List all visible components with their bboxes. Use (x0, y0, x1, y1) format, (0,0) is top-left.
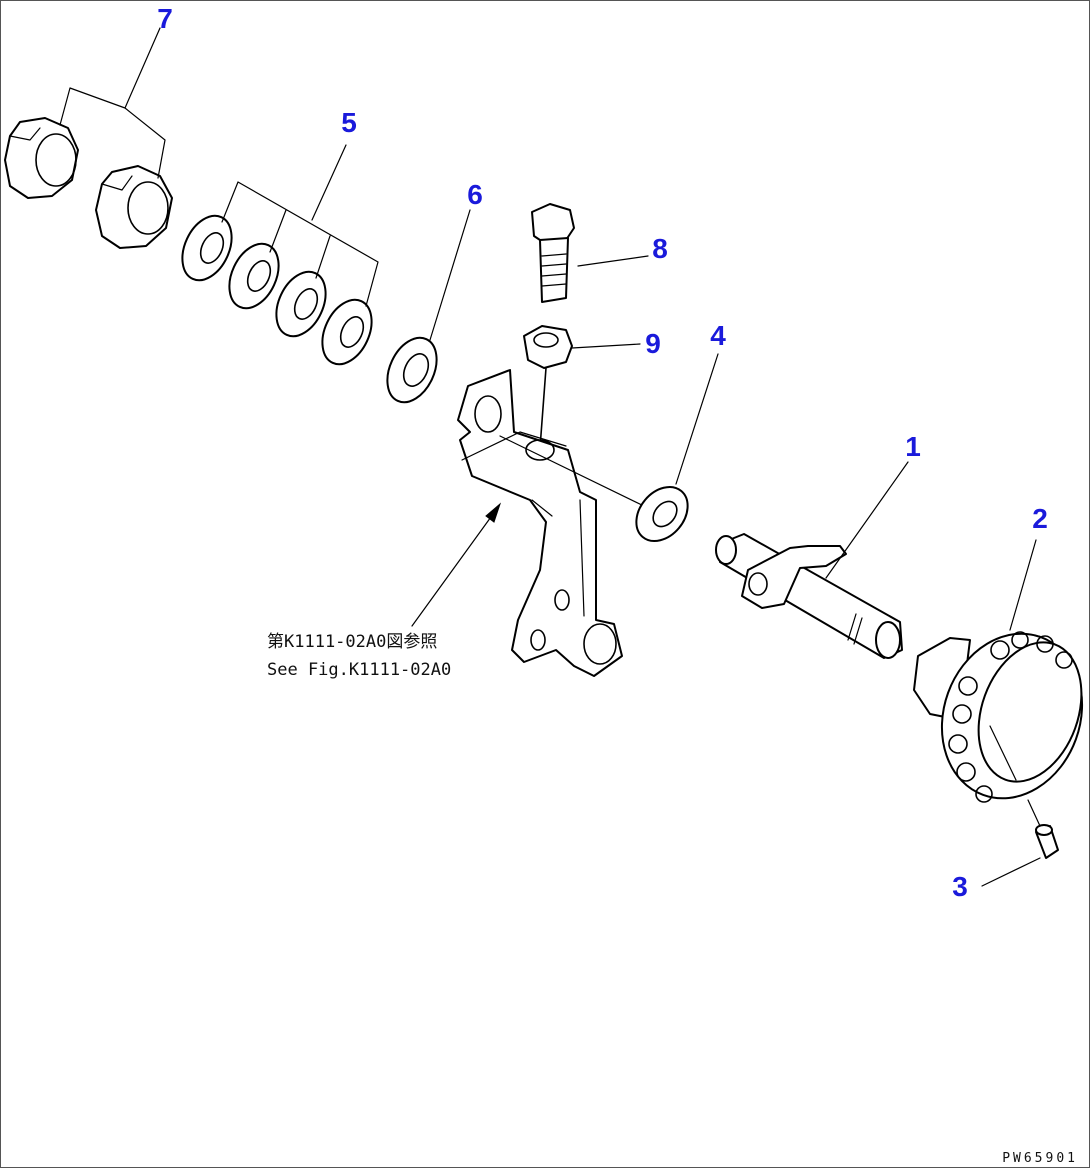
callout-5: 5 (341, 107, 357, 138)
leader-7 (59, 27, 166, 179)
part-1-shaft (715, 533, 903, 659)
callout-9: 9 (645, 328, 661, 359)
callout-4: 4 (710, 320, 726, 351)
drawing-code: PW65901 (1002, 1151, 1078, 1166)
callout-8: 8 (652, 233, 668, 264)
part-5-shims (181, 214, 373, 366)
part-7-nut-right (95, 165, 173, 249)
leader-2 (1009, 539, 1037, 631)
leader-8 (577, 255, 649, 267)
note-leader-arrow (411, 502, 502, 627)
leader-9 (571, 343, 641, 349)
callout-6: 6 (467, 179, 483, 210)
centerline-shaft (499, 435, 649, 509)
leader-3 (981, 857, 1041, 887)
part-3-pin (1027, 799, 1059, 859)
leader-1 (825, 461, 909, 579)
part-7-nut-left (4, 117, 79, 199)
bracket (457, 369, 623, 677)
leader-5 (221, 144, 379, 307)
leader-6 (429, 209, 471, 341)
part-2-knob (913, 631, 1084, 803)
callout-2: 2 (1032, 503, 1048, 534)
centerline-9 (539, 367, 547, 449)
callout-1: 1 (905, 431, 921, 462)
leader-4 (675, 353, 719, 485)
callout-3: 3 (952, 871, 968, 902)
part-4-washer (635, 486, 689, 542)
reference-note-jp: 第K1111-02A0図参照 (267, 632, 437, 652)
callout-7: 7 (157, 3, 173, 34)
part-8-bolt (531, 203, 575, 303)
reference-note-en: See Fig.K1111-02A0 (267, 660, 451, 680)
part-6-washer (386, 336, 438, 404)
part-9-nut (523, 325, 573, 369)
